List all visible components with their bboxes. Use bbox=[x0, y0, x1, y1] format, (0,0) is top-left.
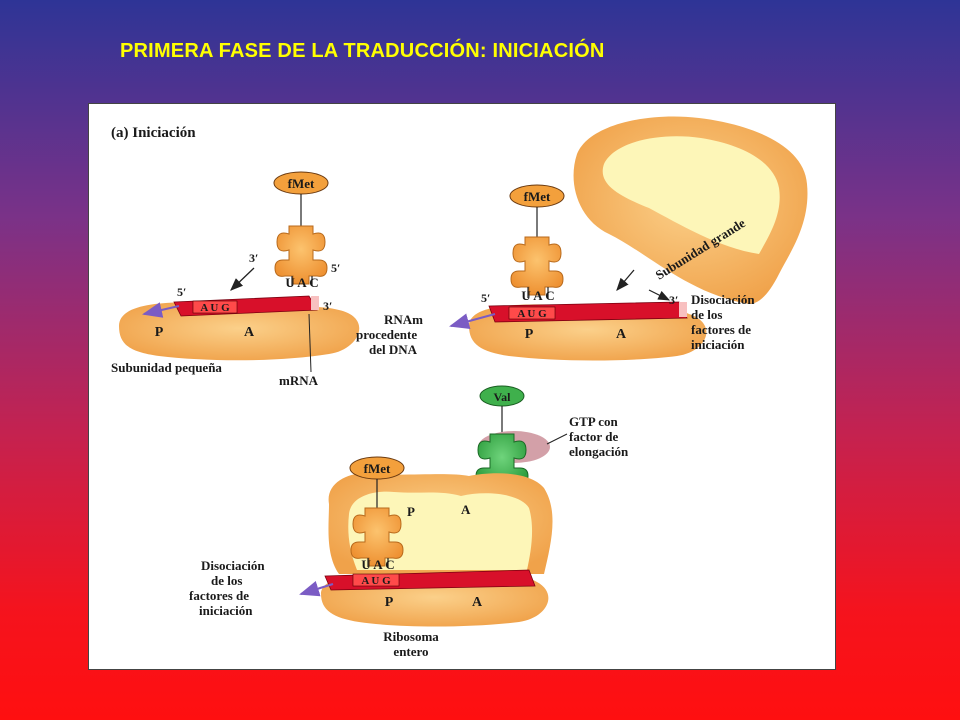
site-p: P bbox=[155, 325, 164, 340]
svg-text:factor de: factor de bbox=[569, 429, 618, 444]
svg-text:del DNA: del DNA bbox=[369, 342, 418, 357]
large-subunit-cavity bbox=[602, 136, 780, 254]
fmet-label-2: fMet bbox=[524, 189, 551, 204]
figure-panel: (a) Iniciación fMet 3′ 5′ U A C A U G 5′… bbox=[88, 103, 836, 670]
panel-2-large-subunit-joining: Subunidad grande fMet U A C A U G 5′ 3′ … bbox=[356, 116, 808, 361]
panel-3-complete-ribosome: Val GTP con factor de elongación fMet P … bbox=[189, 385, 629, 659]
small-subunit bbox=[119, 302, 360, 361]
codon-label: A U G bbox=[200, 302, 230, 314]
site-p-2: P bbox=[525, 327, 534, 342]
mrna-3prime: 3′ bbox=[323, 299, 332, 313]
svg-text:de los: de los bbox=[211, 573, 242, 588]
ribosome-label: Ribosoma entero bbox=[383, 629, 439, 659]
val-label: Val bbox=[494, 390, 512, 404]
site-p-3: P bbox=[385, 595, 394, 610]
fmet-label: fMet bbox=[288, 176, 315, 191]
anticodon-3: U A C bbox=[361, 557, 394, 572]
svg-text:GTP con: GTP con bbox=[569, 414, 619, 429]
slide-title: PRIMERA FASE DE LA TRADUCCIÓN: INICIACIÓ… bbox=[120, 40, 605, 62]
svg-text:Ribosoma: Ribosoma bbox=[383, 629, 439, 644]
codon-label-3: A U G bbox=[361, 575, 391, 587]
svg-text:Disociación: Disociación bbox=[201, 558, 265, 573]
svg-text:RNAm: RNAm bbox=[384, 312, 423, 327]
translation-initiation-diagram: (a) Iniciación fMet 3′ 5′ U A C A U G 5′… bbox=[111, 116, 808, 659]
small-subunit-label: Subunidad pequeña bbox=[111, 360, 222, 375]
gtp-label: GTP con factor de elongación bbox=[569, 414, 629, 459]
svg-text:Disociación: Disociación bbox=[691, 292, 755, 307]
site-p-top: P bbox=[407, 504, 415, 519]
trna-3prime: 3′ bbox=[249, 251, 258, 265]
svg-text:entero: entero bbox=[393, 644, 428, 659]
svg-text:procedente: procedente bbox=[356, 327, 417, 342]
site-a-top: A bbox=[461, 502, 471, 517]
svg-text:elongación: elongación bbox=[569, 444, 629, 459]
anticodon: U A C bbox=[285, 275, 318, 290]
dissociation-label-bottom: Disociación de los factores de iniciació… bbox=[189, 558, 265, 618]
codon-label-2: A U G bbox=[517, 308, 547, 320]
trna-5prime: 5′ bbox=[331, 261, 340, 275]
trna-molecule-2 bbox=[510, 236, 564, 296]
svg-text:factores de: factores de bbox=[189, 588, 249, 603]
svg-text:de los: de los bbox=[691, 307, 722, 322]
mrna-5prime: 5′ bbox=[177, 285, 186, 299]
fmet-label-3: fMet bbox=[364, 461, 391, 476]
mrna-3prime-2: 3′ bbox=[669, 293, 678, 307]
figure-heading: (a) Iniciación bbox=[111, 125, 196, 141]
mrna-label: mRNA bbox=[279, 373, 319, 388]
site-a: A bbox=[244, 325, 255, 340]
trna-molecule-3 bbox=[350, 507, 404, 567]
site-a-2: A bbox=[616, 327, 627, 342]
site-a-3: A bbox=[472, 595, 483, 610]
dissociation-label-top: Disociación de los factores de iniciació… bbox=[691, 292, 755, 352]
aug-codon bbox=[192, 300, 238, 314]
svg-text:factores de: factores de bbox=[691, 322, 751, 337]
mrna-5prime-2: 5′ bbox=[481, 291, 490, 305]
svg-text:iniciación: iniciación bbox=[691, 337, 745, 352]
svg-text:iniciación: iniciación bbox=[199, 603, 253, 618]
panel-1-small-subunit: fMet 3′ 5′ U A C A U G 5′ 3′ P A Subunid… bbox=[111, 171, 360, 388]
anticodon-2: U A C bbox=[521, 288, 554, 303]
trna-molecule bbox=[274, 225, 328, 285]
rnam-label: RNAm procedente del DNA bbox=[356, 312, 423, 357]
